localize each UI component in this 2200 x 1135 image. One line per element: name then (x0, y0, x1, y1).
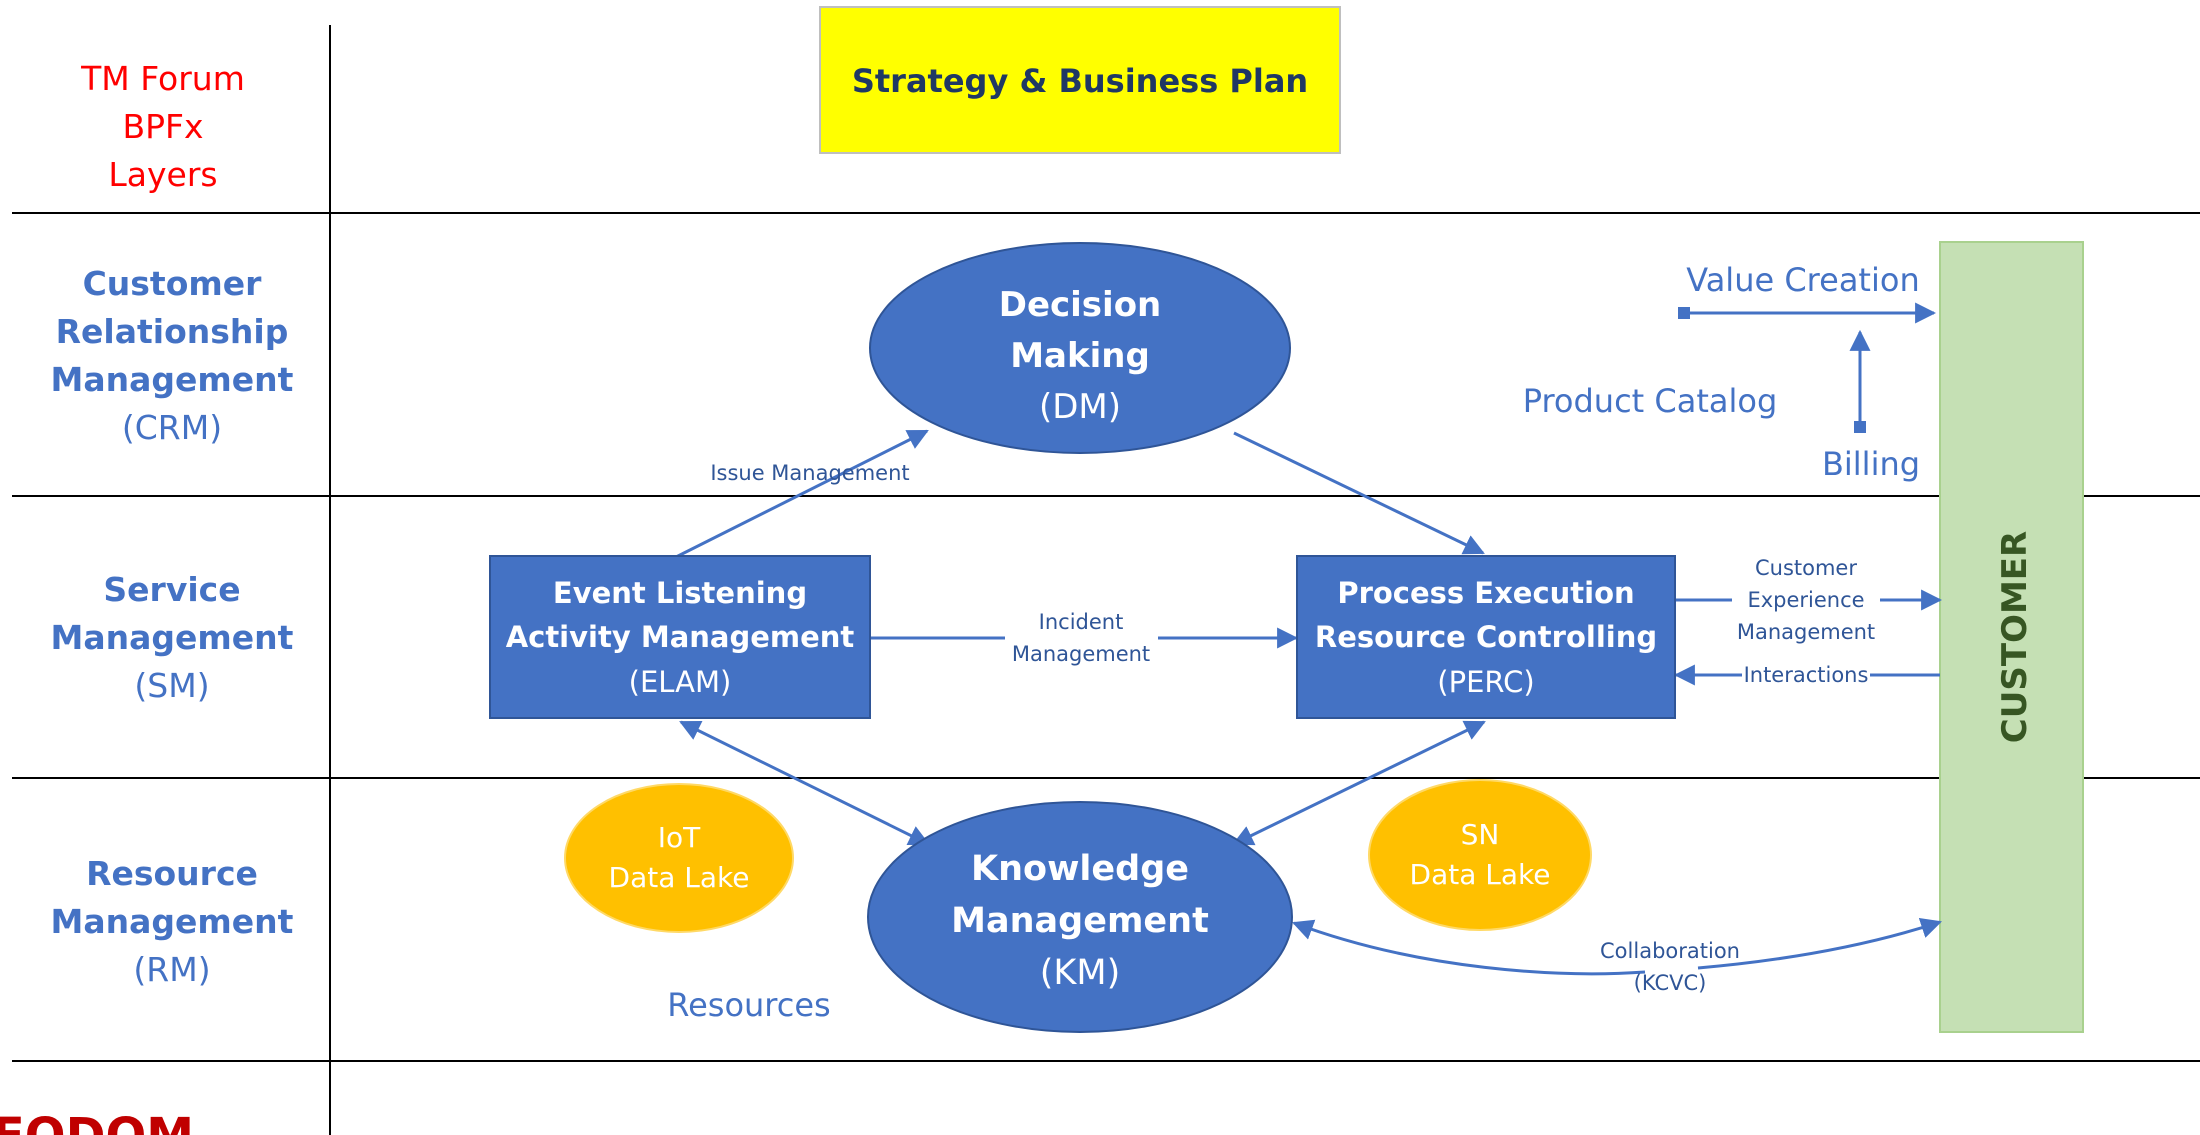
rm-layer-abbr: (RM) (133, 950, 210, 989)
interactions-label: Interactions (1744, 663, 1869, 687)
collaboration-label-line1: Collaboration (1600, 939, 1740, 963)
strategy-box (819, 6, 1341, 154)
perc-abbr: (PERC) (1437, 665, 1534, 699)
sn-data-lake-node (1368, 779, 1592, 931)
issue-management-label: Issue Management (710, 461, 909, 485)
customer-bar (1939, 241, 2084, 1033)
collaboration-label-line2: (KCVC) (1634, 971, 1707, 995)
iot-line2: Data Lake (609, 861, 750, 894)
crm-layer-line3: Management (51, 360, 294, 399)
km-line1: Knowledge (971, 849, 1189, 889)
elam-line1: Event Listening (553, 576, 807, 610)
customer-label: CUSTOMER (1995, 531, 2035, 743)
rm-layer-line2: Management (51, 902, 294, 941)
collaboration-arrow (1292, 919, 1646, 976)
dm-abbr: (DM) (1039, 387, 1121, 427)
dm-line2: Making (1010, 336, 1150, 376)
dm-line1: Decision (999, 285, 1162, 325)
elam-line2: Activity Management (506, 620, 855, 654)
incident-label-line1: Incident (1039, 610, 1124, 634)
tm-forum-label-line3: Layers (108, 155, 217, 194)
elam-km-arrow (679, 720, 930, 846)
resources-label: Resources (667, 986, 830, 1024)
perc-line2: Resource Controlling (1315, 620, 1657, 654)
cem-label-line2: Experience (1747, 588, 1864, 612)
incident-label-line2: Management (1012, 642, 1150, 666)
sm-layer-line2: Management (51, 618, 294, 657)
elam-abbr: (ELAM) (629, 665, 732, 699)
elam-node (489, 555, 871, 719)
km-line2: Management (951, 901, 1209, 941)
billing-label: Billing (1822, 445, 1920, 483)
cem-label-line3: Management (1737, 620, 1875, 644)
sm-layer-line1: Service (103, 570, 240, 609)
knowledge-management-node (867, 801, 1293, 1033)
iot-data-lake-node (564, 783, 794, 933)
value-creation-label: Value Creation (1686, 261, 1919, 299)
decision-making-node (869, 242, 1291, 454)
billing-arrow-tail (1854, 421, 1866, 433)
sn-line1: SN (1461, 818, 1500, 851)
collaboration-arrow-right (1697, 917, 1942, 970)
strategy-box-label: Strategy & Business Plan (852, 62, 1308, 100)
cem-label-line1: Customer (1755, 556, 1857, 580)
km-abbr: (KM) (1040, 953, 1120, 993)
product-catalog-label: Product Catalog (1523, 382, 1778, 420)
tm-forum-label-line1: TM Forum (80, 59, 245, 98)
sn-line2: Data Lake (1410, 858, 1551, 891)
perc-line1: Process Execution (1337, 576, 1634, 610)
tm-forum-label-line2: BPFx (122, 107, 203, 146)
dm-to-perc-arrow (1233, 431, 1485, 555)
iot-line1: IoT (658, 821, 701, 854)
fodom-logo: FODOM (0, 1108, 194, 1135)
perc-km-arrow (1232, 720, 1486, 846)
perc-node (1296, 555, 1676, 719)
rm-layer-line1: Resource (86, 854, 258, 893)
sm-layer-abbr: (SM) (134, 666, 209, 705)
issue-management-arrow (675, 429, 929, 559)
crm-layer-abbr: (CRM) (122, 408, 222, 447)
crm-layer-line1: Customer (83, 264, 263, 303)
value-creation-arrow-tail (1678, 307, 1690, 319)
crm-layer-line2: Relationship (56, 312, 289, 351)
